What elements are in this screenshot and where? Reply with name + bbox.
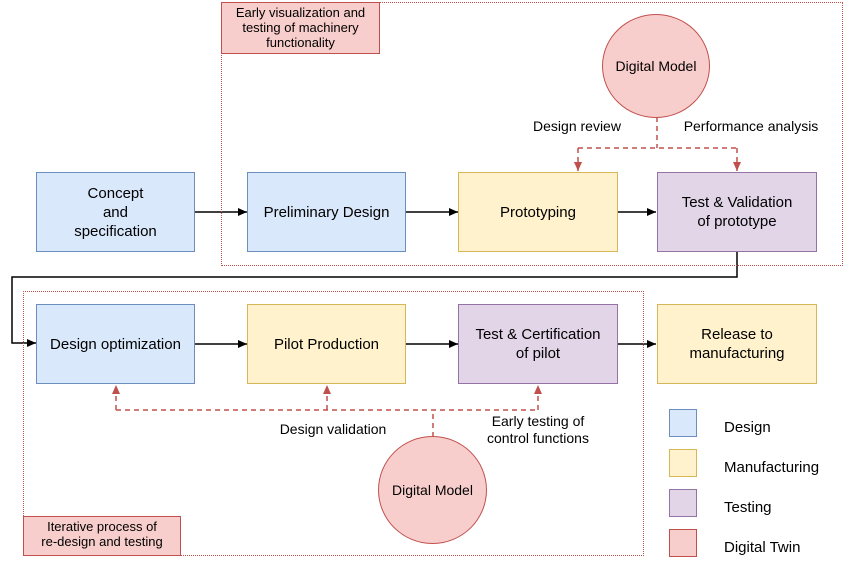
digital-model-bottom: Digital Model — [378, 436, 487, 544]
label-design-validation: Design validation — [275, 421, 391, 438]
legend-label-testing: Testing — [724, 499, 772, 516]
node-prototyping: Prototyping — [458, 172, 618, 252]
node-test-validation: Test & Validation of prototype — [657, 172, 817, 252]
arrow-test-validation-to-design-optimization — [11, 252, 738, 347]
node-test-certification: Test & Certification of pilot — [458, 304, 618, 384]
label-design-review: Design review — [529, 118, 625, 135]
bottom-region — [23, 291, 644, 556]
node-design-optimization: Design optimization — [36, 304, 195, 384]
label-early-testing: Early testing of control functions — [480, 413, 596, 447]
legend-label-manufacturing: Manufacturing — [724, 459, 820, 476]
legend-swatch-design — [669, 409, 697, 437]
top-region-label: Early visualization and testing of machi… — [221, 2, 380, 54]
node-concept: Concept and specification — [36, 172, 195, 252]
node-release: Release to manufacturing — [657, 304, 817, 384]
legend-label-digital-twin: Digital Twin — [724, 539, 801, 556]
label-performance-analysis: Performance analysis — [678, 118, 824, 135]
digital-model-top: Digital Model — [602, 14, 710, 118]
legend-swatch-manufacturing — [669, 449, 697, 477]
legend-swatch-digital-twin — [669, 529, 697, 557]
node-pilot-production: Pilot Production — [247, 304, 406, 384]
node-preliminary-design: Preliminary Design — [247, 172, 406, 252]
legend-label-design: Design — [724, 419, 771, 436]
legend-swatch-testing — [669, 489, 697, 517]
bottom-region-label: Iterative process of re-design and testi… — [23, 516, 181, 556]
